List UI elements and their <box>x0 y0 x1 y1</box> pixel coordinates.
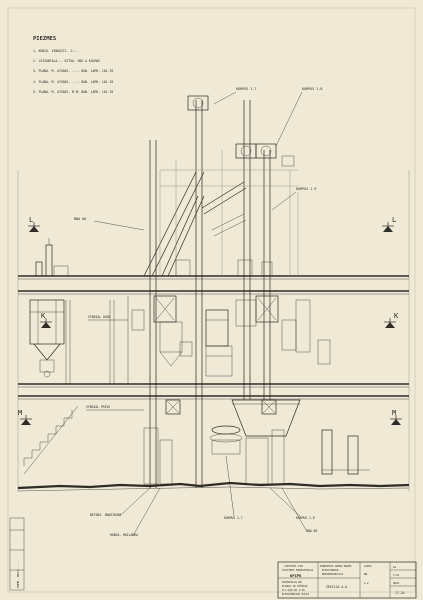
elevator-heads <box>187 95 295 167</box>
callout-bot3: KORPUS 1.7 <box>224 516 243 520</box>
slab-lines <box>18 275 409 400</box>
callout-top1: KORPUS 1.7 <box>236 87 256 91</box>
section-letter-k-right: K <box>394 312 399 320</box>
tb-org3: KPIPK <box>290 573 302 578</box>
section-marker-l-right: L <box>382 216 396 232</box>
stair-stringer <box>23 405 79 475</box>
callout-bot5: NNO 00 <box>306 529 317 533</box>
callout-mid2: VYBOIAL PRIVE <box>86 405 110 409</box>
tb-sheet-number: 17-24 <box>395 591 405 595</box>
section-letter-m-right: M <box>392 409 396 417</box>
section-marker-m-right: M <box>390 409 402 425</box>
section-letter-m-left: M <box>18 409 22 417</box>
sheet-edge <box>7 7 416 593</box>
callout-right1: KORPUS 1.9 <box>296 187 316 191</box>
notes-title: PIEZMES <box>33 36 56 42</box>
mid-machinery <box>109 295 331 384</box>
note-line-2: 2. LEIVANTALA... KITUA. MAS & KOLMAS <box>33 59 100 63</box>
section-marker-k-left: K <box>40 312 52 328</box>
tb-c4: 3.01 <box>393 573 400 577</box>
tb-org2: STATYBOS MINISTERIJA <box>282 568 314 572</box>
section-marker-k-right: K <box>384 312 399 328</box>
tb-project2: ELEVATORIUS <box>322 568 339 572</box>
tb-section: SEKCIJA A-A <box>326 585 347 589</box>
callouts: KORPUS 1.7 KORPUS 1.8 KORPUS 1.9 NNO 00 … <box>74 87 322 537</box>
tb-project1: PANEVĖZIO GRŪDŲ BAZĖS <box>320 563 352 568</box>
tb-c2: NR. <box>364 572 369 576</box>
note-line-1: 1. KUBIO. VINDAITI. 1:... <box>33 49 80 53</box>
left-strip-text: KMMM. MAST. ... <box>16 561 20 588</box>
left-machine-upper <box>35 238 69 277</box>
section-letter-k-left: K <box>41 312 46 320</box>
title-block: LIETUVOS TSR STATYBOS MINISTERIJA KPIPK … <box>277 561 417 599</box>
tb-c1: LAPAS <box>364 564 372 568</box>
tb-desc1: PAVEIKSLAS NR <box>282 580 302 584</box>
note-line-5: 5. PLANA. M. AYSAKS. M-M: BAN. LAPK. 101… <box>33 90 113 94</box>
callout-bot2: HONSA. MAILANKA <box>110 533 138 537</box>
tb-desc3: M 1:100 IR 1:50 <box>282 588 305 592</box>
tb-desc2: PLANAS IR PJŪVIAI <box>282 583 308 588</box>
tb-c6: A-2 <box>364 581 369 585</box>
staircase <box>23 410 73 466</box>
section-marker-m-left: M <box>18 409 32 425</box>
tb-org1: LIETUVOS TSR <box>284 564 303 568</box>
tb-project3: REKONSTRUKCIJA <box>322 572 344 576</box>
section-letter-l-right: L <box>392 216 396 224</box>
left-title-strip: KMMM. MAST. ... <box>9 517 25 591</box>
lower-machinery <box>143 399 370 485</box>
callout-left1: NNO 00 <box>74 217 86 221</box>
diagonal-chutes <box>143 171 247 277</box>
section-marker-l-left: L <box>28 216 40 232</box>
callout-bot4: KORPUS 1.8 <box>296 516 315 520</box>
callout-mid1: VYBOIAL OXOR <box>88 315 110 319</box>
notes-block: PIEZMES 1. KUBIO. VINDAITI. 1:... 2. LEI… <box>33 36 113 94</box>
ground-line <box>17 481 410 490</box>
callout-top2: KORPUS 1.8 <box>302 87 322 91</box>
elevator-legs <box>149 100 271 488</box>
callout-bot1: BETONI. MAKSIKONE <box>90 513 122 517</box>
left-machine-mid <box>29 299 71 384</box>
tb-c3: A4 <box>393 565 397 569</box>
note-line-4: 4. PLANA. M. AYSAKS. ...: BAN. LAPK. 101… <box>33 80 113 84</box>
note-line-3: 3. PLANA. M. AYSAKS. ...: BAN. LAPK. 101… <box>33 69 113 73</box>
tb-desc4: ELEVATORIAUS DALIS <box>282 592 310 596</box>
tb-c5: ARCH. <box>393 581 401 585</box>
structural-grid <box>159 150 299 277</box>
section-letter-l-left: L <box>29 216 33 224</box>
